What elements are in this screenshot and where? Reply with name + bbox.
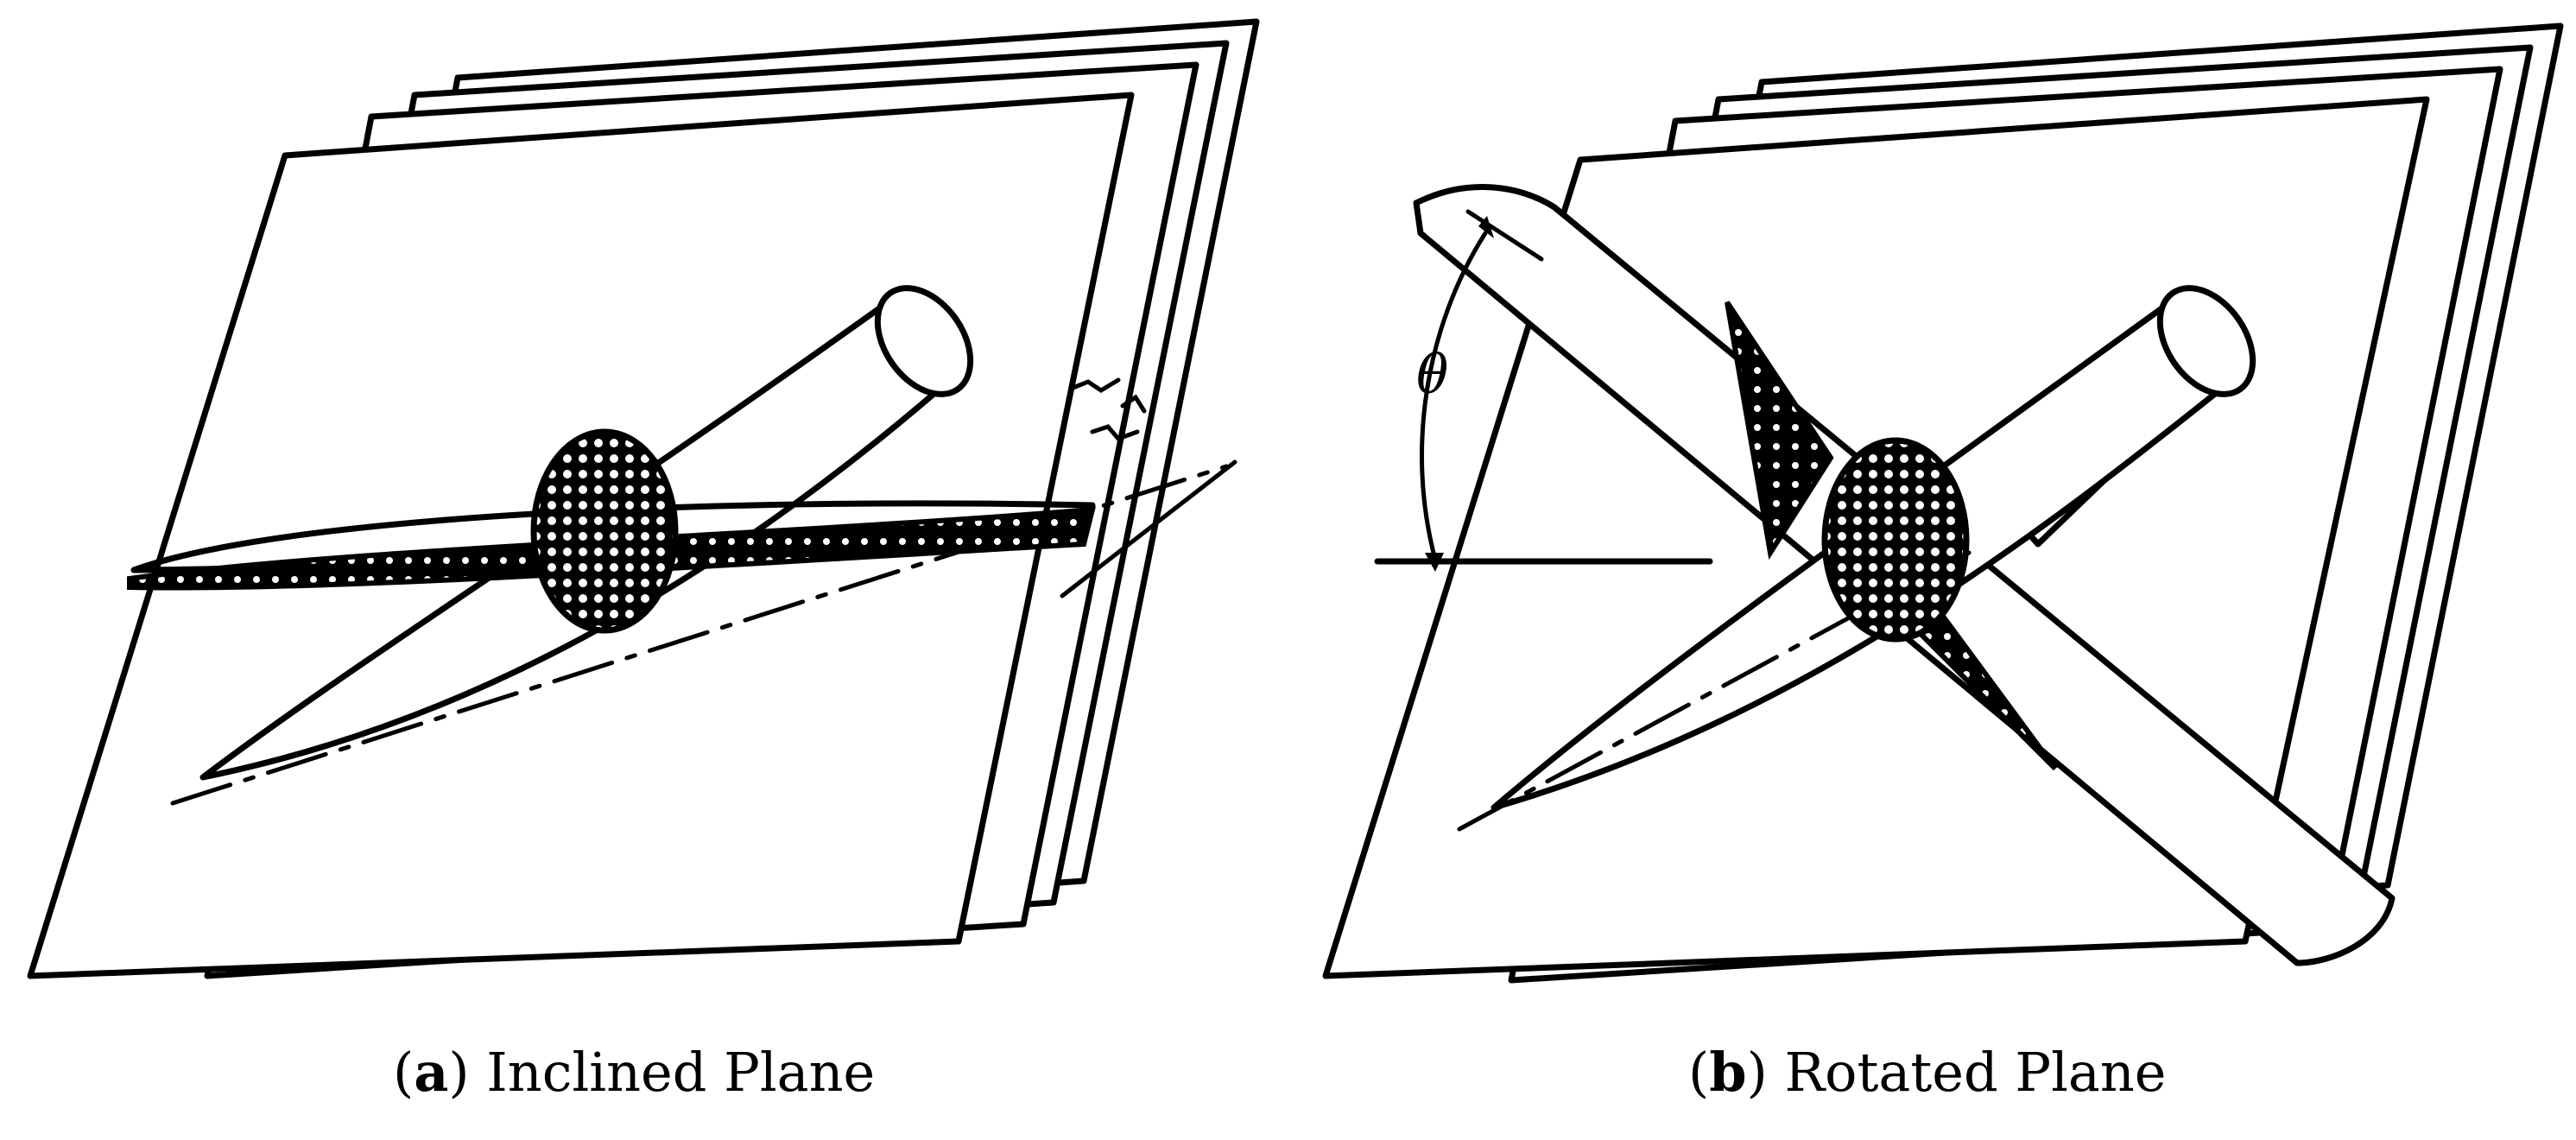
caption-a-letter: a: [414, 1041, 449, 1104]
panel-b-rotated-plane: θ: [1322, 22, 2564, 984]
caption-a: (a) Inclined Plane: [393, 1041, 876, 1104]
roll-angle-dimension: θ: [1374, 216, 1713, 572]
angle-label: θ: [1416, 343, 1448, 406]
caption-b-letter: b: [1709, 1041, 1747, 1104]
panel-a-inclined-plane: [27, 18, 1260, 979]
edge-marks: [1068, 377, 1147, 441]
support-line: [1060, 459, 1237, 598]
caption-b: (b) Rotated Plane: [1688, 1041, 2167, 1104]
junction-mesh: [530, 428, 679, 634]
caption-b-text: Rotated Plane: [1784, 1041, 2167, 1104]
b-junction-mesh: [1821, 437, 1970, 643]
caption-a-text: Inclined Plane: [486, 1041, 876, 1104]
